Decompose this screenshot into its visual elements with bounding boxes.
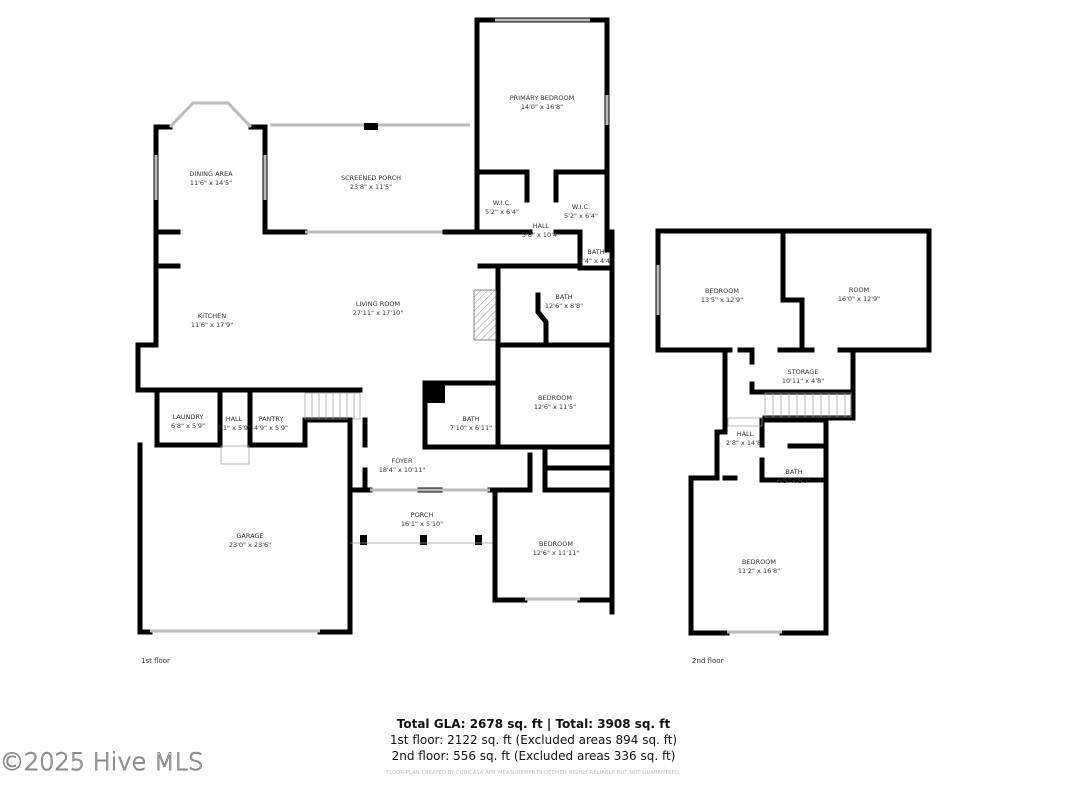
room-size: 7'10" x 6'11" (450, 424, 492, 432)
room-name: BATH (587, 248, 604, 256)
room-size: 13'5" x 12'9" (701, 296, 743, 304)
room-name: PRIMARY BEDROOM (510, 94, 574, 102)
room-size: 5'2" x 6'4" (485, 208, 519, 216)
room-size: 18'4" x 10'11" (379, 466, 425, 474)
floor1-labels: PRIMARY BEDROOM 14'0" x 16'8" DINING ARE… (141, 94, 613, 665)
room-name: BATH (462, 415, 479, 423)
room-name: GARAGE (236, 532, 263, 540)
room-size: 14'0" x 16'8" (521, 103, 563, 111)
room-name: W.I.C. (572, 203, 590, 211)
room-size: 16'1" x 5'10" (401, 520, 443, 528)
room-name: HALL (533, 222, 550, 230)
room-name: W.I.C. (493, 199, 511, 207)
room-size: 11'6" x 14'5" (190, 179, 232, 187)
room-name: BEDROOM (742, 558, 776, 566)
room-size: 5'2" x 6'4" (564, 212, 598, 220)
room-name: STORAGE (788, 368, 819, 376)
room-size: 23'8" x 11'5" (350, 183, 392, 191)
room-size: 12'6" x 11'5" (534, 403, 576, 411)
area-totals: Total GLA: 2678 sq. ft | Total: 3908 sq.… (0, 716, 1067, 776)
room-name: FOYER (391, 457, 413, 465)
floor1-walls (135, 17, 615, 635)
floor1-area: 1st floor: 2122 sq. ft (Excluded areas 8… (389, 733, 678, 747)
room-name: BATH (785, 468, 802, 476)
room-name: KITCHEN (198, 312, 226, 320)
room-name: SCREENED PORCH (341, 174, 401, 182)
room-name: BATH (555, 293, 572, 301)
room-size: 10'11" x 4'8" (782, 377, 824, 385)
room-size: 11'6" x 17'9" (191, 321, 233, 329)
watermark: ©2025 Hive MLS (0, 748, 204, 777)
room-size: 2'8" x 14'8" (726, 439, 764, 447)
room-name: ROOM (849, 286, 869, 294)
room-size: 23'0" x 23'6" (229, 541, 271, 549)
floor2-labels: BEDROOM 13'5" x 12'9" ROOM 16'0" x 12'9"… (692, 286, 880, 665)
room-size: 4'9" x 5'9" (254, 424, 288, 432)
room-size: 16'0" x 12'9" (838, 295, 880, 303)
room-name: LIVING ROOM (356, 300, 400, 308)
room-name: LAUNDRY (173, 413, 204, 421)
room-name: BEDROOM (539, 540, 573, 548)
room-size: 6'8" x 5'9" (171, 422, 205, 430)
room-size: 27'11" x 17'10" (353, 309, 404, 317)
floor1-label: 1st floor (141, 657, 170, 665)
floor2-walls (655, 228, 932, 636)
room-name: BEDROOM (705, 287, 739, 295)
room-size: 3'4" x 4'4" (579, 257, 613, 265)
disclaimer: FLOOR PLAN CREATED BY CUBICASA APP. MEAS… (386, 770, 681, 776)
floor2-label: 2nd floor (692, 657, 724, 665)
room-size: 5'8" x 10'4" (522, 231, 560, 239)
room-size: 6'5" x 5'7" (777, 477, 811, 485)
room-size: 11'2" x 16'8" (738, 567, 780, 575)
room-name: BEDROOM (538, 394, 572, 402)
room-name: PORCH (411, 511, 434, 519)
total-gla: Total GLA: 2678 sq. ft | Total: 3908 sq.… (396, 717, 671, 731)
room-name: HALL (226, 415, 243, 423)
room-size: 12'6" x 8'8" (545, 302, 583, 310)
room-name: DINING AREA (189, 170, 233, 178)
room-size: 3'1" x 5'9" (217, 424, 251, 432)
room-name: HALL (737, 430, 754, 438)
room-name: PANTRY (259, 415, 284, 423)
floor2-area: 2nd floor: 556 sq. ft (Excluded areas 33… (391, 749, 676, 763)
room-size: 12'6" x 11'11" (533, 549, 579, 557)
